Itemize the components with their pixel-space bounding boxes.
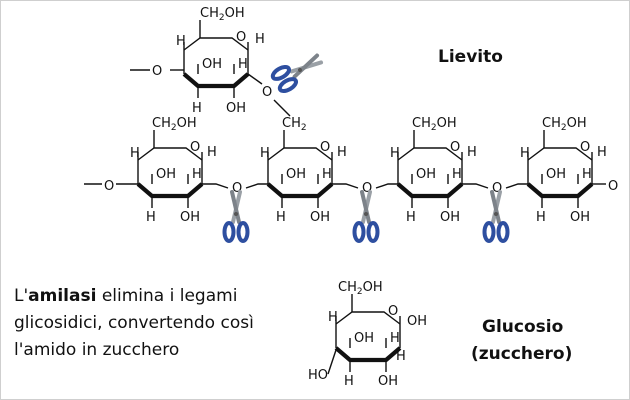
ring1-h-bottom: H [146,210,156,225]
chain-glucose-ring-1: CH2OH O H H OH H H OH [130,116,217,225]
ring2-o: O [320,140,330,155]
top-oh-mid: OH [202,57,222,72]
chain-glucose-ring-4: CH2OH O H H OH H H OH [520,116,607,225]
ring1-h-right: H [207,145,217,160]
scissors-icon [268,47,327,96]
glucose-ch2oh: CH2OH [338,280,383,297]
desc-line3: l'amido in zucchero [14,340,180,360]
ring3-h-bottom: H [406,210,416,225]
ring1-ch2oh: CH2OH [152,116,197,133]
yeast-label: Lievito [438,47,503,67]
ring2-ch2: CH2 [282,116,307,133]
ring4-ch2oh: CH2OH [542,116,587,133]
bridge-o-2: O [362,181,372,196]
ring2-h-left: H [260,146,270,161]
glucose-h-bottom: H [344,374,354,389]
desc-keyword: amilasi [28,286,97,306]
ring1-o: O [190,140,200,155]
top-ch2oh: CH2OH [200,6,245,23]
glucose-sublabel: (zucchero) [471,344,572,364]
desc-line1: elimina i legami [96,286,238,306]
top-bridge-o: O [262,85,272,100]
glucose-ring-o: O [388,304,398,319]
ring4-h-left: H [520,146,530,161]
ring4-h-bottom: H [536,210,546,225]
ring1-oh-bottom: OH [180,210,200,225]
top-h-left: H [176,34,186,49]
glucose-ho-left: HO [308,368,328,383]
glucose-h-right-low: H [396,349,406,364]
chain-o-left: O [104,179,114,194]
glucose-h-left: H [328,310,338,325]
ring3-h-mid: H [452,167,462,182]
ring3-ch2oh: CH2OH [412,116,457,133]
ring3-oh-bottom: OH [440,210,460,225]
ring4-h-right: H [597,145,607,160]
ring3-o: O [450,140,460,155]
ring4-o: O [580,140,590,155]
ring1-h-mid: H [192,167,202,182]
top-h-bottom: H [192,101,202,116]
desc-line2: glicosidici, convertendo così [14,313,254,333]
scissors-icon [482,190,510,243]
ring3-h-left: H [390,146,400,161]
desc-prefix: L' [14,286,29,306]
chain-bonds [84,183,606,189]
ring2-h-mid: H [322,167,332,182]
top-ring-o: O [236,30,246,45]
glucose-h-mid: H [390,331,400,346]
ring3-h-right: H [467,145,477,160]
chain-glucose-ring-3: CH2OH O H H OH H H OH [390,116,477,225]
ring2-h-right: H [337,145,347,160]
ring3-oh-mid: OH [416,167,436,182]
top-glucose-ring: CH2OH O H H OH H H OH O O [130,6,291,117]
bridge-o-3: O [492,181,502,196]
top-h-mid: H [238,57,248,72]
ring4-oh-mid: OH [546,167,566,182]
amylase-description: L'amilasi elimina i legami glicosidici, … [14,283,314,364]
ring1-oh-mid: OH [156,167,176,182]
scissors-icon [352,190,380,243]
ring2-h-bottom: H [276,210,286,225]
top-o-left: O [152,64,162,79]
ring4-oh-bottom: OH [570,210,590,225]
glucose-oh-bottom: OH [378,374,398,389]
ring2-oh-mid: OH [286,167,306,182]
glucose-oh-right: OH [407,314,427,329]
free-glucose-ring: CH2OH O OH H OH H H HO H OH [308,280,427,389]
top-oh-bottom: OH [226,101,246,116]
top-h-right: H [255,32,265,47]
glucose-oh-mid: OH [354,331,374,346]
chain-glucose-ring-2: CH2 O H H OH H H OH [260,116,347,225]
ring4-h-mid: H [582,167,592,182]
chain-o-right: O [608,179,618,194]
scissors-icon [222,190,250,243]
bridge-o-1: O [232,181,242,196]
ring1-h-left: H [130,146,140,161]
ring2-oh-bottom: OH [310,210,330,225]
glucose-label: Glucosio [482,317,563,337]
